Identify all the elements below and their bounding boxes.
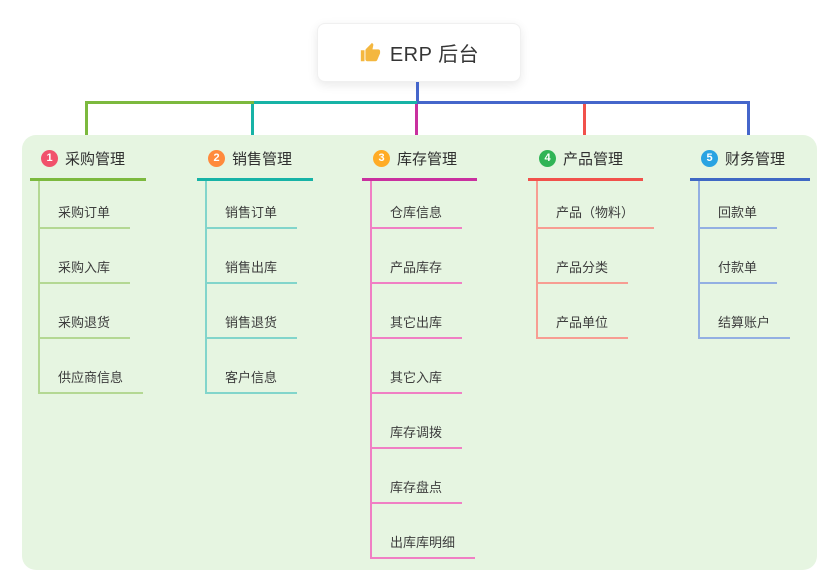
child-node[interactable]: 销售出库 [207,254,298,284]
child-node[interactable]: 销售订单 [207,199,298,229]
branch-header-finance[interactable]: 5 财务管理 [690,145,810,181]
child-node[interactable]: 库存调拨 [372,419,463,449]
branch-header-inventory[interactable]: 3 库存管理 [362,145,477,181]
child-node[interactable]: 采购退货 [40,309,131,339]
child-row: 产品分类 [538,229,654,284]
branch-inventory: 3 库存管理仓库信息产品库存其它出库其它入库库存调拨库存盘点出库库明细 [362,145,477,559]
child-row: 采购入库 [40,229,146,284]
branch-product: 4 产品管理产品（物料） 产品分类产品单位 [528,145,655,339]
branch-number-badge: 3 [373,150,390,167]
connector-line [415,104,418,145]
child-node[interactable]: 供应商信息 [40,364,144,394]
child-row: 库存盘点 [372,449,477,504]
branch-header-product[interactable]: 4 产品管理 [528,145,643,181]
child-node[interactable]: 结算账户 [700,309,791,339]
branch-label: 销售管理 [232,151,293,168]
child-row: 采购订单 [40,181,146,229]
branch-finance: 5 财务管理回款单付款单结算账户 [690,145,810,339]
child-row: 仓库信息 [372,181,477,229]
child-node[interactable]: 产品库存 [372,254,463,284]
child-row: 销售出库 [207,229,313,284]
branch-header-purchasing[interactable]: 1 采购管理 [30,145,146,181]
branch-label: 库存管理 [397,151,458,168]
branch-number-badge: 1 [41,150,58,167]
child-node[interactable]: 仓库信息 [372,199,463,229]
child-node[interactable]: 付款单 [700,254,778,284]
connector-line [254,101,417,104]
branch-children: 销售订单销售出库销售退货客户信息 [205,181,313,394]
branch-number-badge: 4 [539,150,556,167]
child-node[interactable]: 产品分类 [538,254,629,284]
branch-label: 产品管理 [563,151,624,168]
connector-line [747,104,750,145]
thumbs-up-icon [360,42,380,61]
branch-children: 采购订单采购入库采购退货供应商信息 [38,181,146,394]
branch-number-badge: 5 [701,150,718,167]
child-node[interactable]: 采购入库 [40,254,131,284]
branch-children: 产品（物料） 产品分类产品单位 [536,181,655,339]
child-row: 其它出库 [372,284,477,339]
root-title: ERP 后台 [389,44,480,66]
child-row: 采购退货 [40,284,146,339]
child-row: 回款单 [700,181,810,229]
child-row: 客户信息 [207,339,313,394]
child-node[interactable]: 库存盘点 [372,474,463,504]
child-row: 销售订单 [207,181,313,229]
branch-purchasing: 1 采购管理采购订单采购入库采购退货供应商信息 [30,145,146,394]
connector-line [417,101,750,104]
child-node[interactable]: 回款单 [700,199,778,229]
connector-line [583,104,586,145]
branch-children: 回款单付款单结算账户 [698,181,810,339]
branch-sales: 2 销售管理销售订单销售出库销售退货客户信息 [197,145,313,394]
branch-children: 仓库信息产品库存其它出库其它入库库存调拨库存盘点出库库明细 [370,181,477,559]
connector-line [85,101,254,104]
child-row: 产品（物料） [538,181,655,229]
child-row: 销售退货 [207,284,313,339]
connector-line [85,104,88,145]
child-row: 结算账户 [700,284,810,339]
child-node[interactable]: 产品单位 [538,309,629,339]
child-node[interactable]: 采购订单 [40,199,131,229]
child-node[interactable]: 其它入库 [372,364,463,394]
child-node[interactable]: 客户信息 [207,364,298,394]
child-node[interactable]: 销售退货 [207,309,298,339]
child-row: 库存调拨 [372,394,477,449]
child-row: 产品库存 [372,229,477,284]
branch-number-badge: 2 [208,150,225,167]
child-row: 出库库明细 [372,504,477,559]
connector-line [251,104,254,145]
child-row: 其它入库 [372,339,477,394]
child-node[interactable]: 其它出库 [372,309,463,339]
branch-header-sales[interactable]: 2 销售管理 [197,145,313,181]
child-row: 付款单 [700,229,810,284]
branches-panel [22,135,817,570]
child-row: 供应商信息 [40,339,146,394]
child-node[interactable]: 出库库明细 [372,529,476,559]
root-node[interactable]: ERP 后台 [317,23,521,82]
branch-label: 采购管理 [65,151,126,168]
child-row: 产品单位 [538,284,654,339]
branch-label: 财务管理 [725,151,786,168]
connector-line [416,82,419,104]
child-node[interactable]: 产品（物料） [538,199,655,229]
